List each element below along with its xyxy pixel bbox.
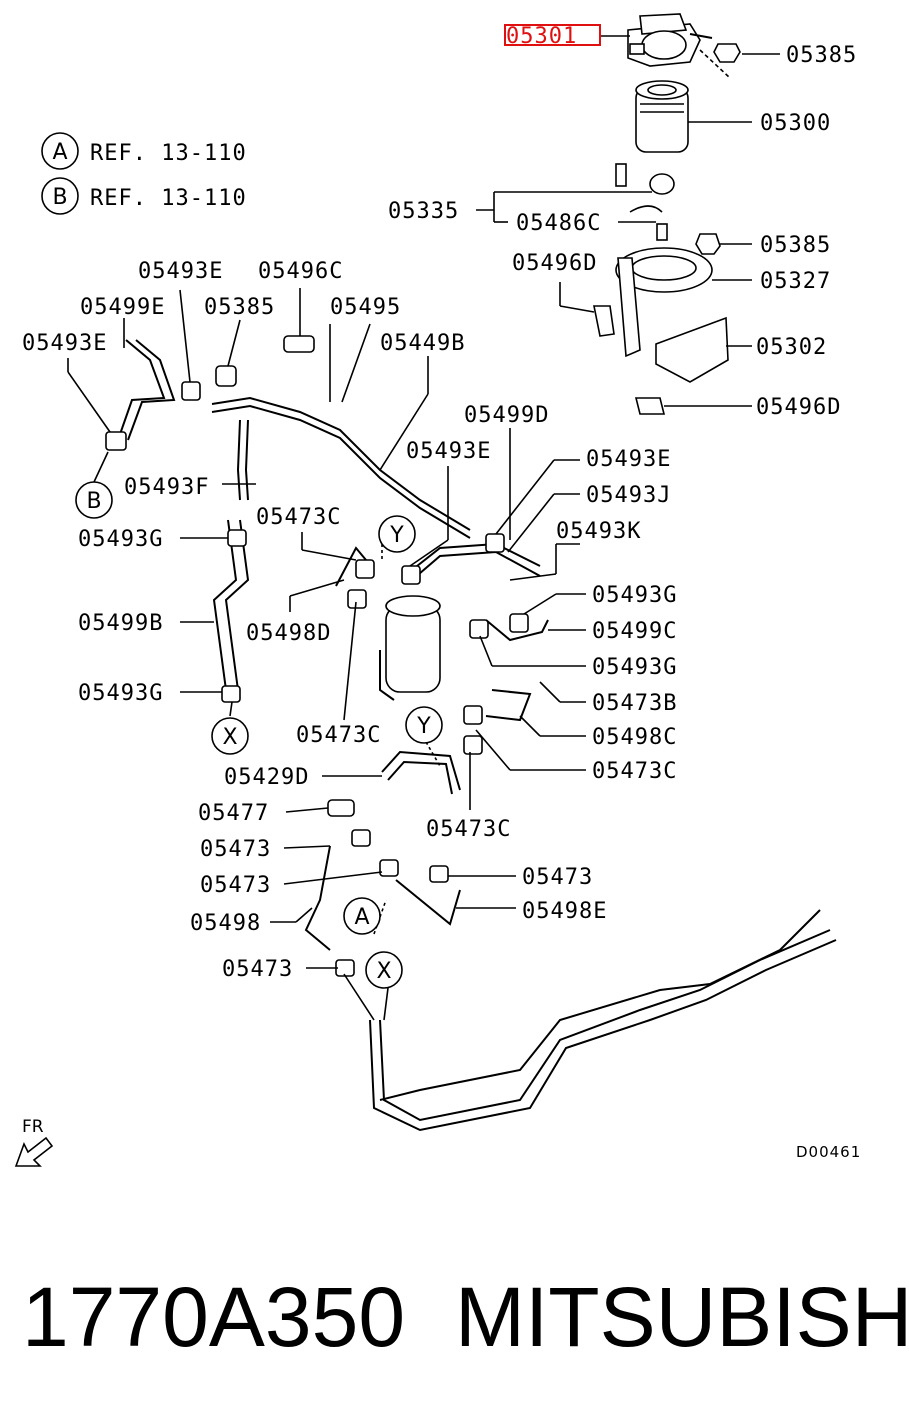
label-05473c-bottom[interactable]: 05473C <box>426 817 511 842</box>
label-05498[interactable]: 05498 <box>190 911 261 936</box>
label-05473-b[interactable]: 05473 <box>522 865 593 890</box>
part-number: 1770A350 <box>22 1270 406 1364</box>
marker-x-left: X <box>222 725 237 750</box>
label-05496c[interactable]: 05496C <box>258 259 343 284</box>
label-05473-d[interactable]: 05473 <box>222 957 293 982</box>
fuel-filter-cartridge-part <box>635 80 689 153</box>
label-05473-a[interactable]: 05473 <box>200 837 271 862</box>
ref-text-a: REF. 13-110 <box>90 141 247 166</box>
label-05493e-right[interactable]: 05493E <box>586 447 671 472</box>
ref-text-b: REF. 13-110 <box>90 186 247 211</box>
label-05499d[interactable]: 05499D <box>464 403 549 428</box>
label-05493e-left[interactable]: 05493E <box>22 331 107 356</box>
label-05477[interactable]: 05477 <box>198 801 269 826</box>
reference-legend: A REF. 13-110 B REF. 13-110 <box>41 132 247 215</box>
marker-y-mid: Y <box>416 714 431 739</box>
label-05473c-mid-left[interactable]: 05473C <box>296 723 381 748</box>
label-05499e[interactable]: 05499E <box>80 295 165 320</box>
diagram-code: D00461 <box>796 1143 861 1161</box>
label-05499b[interactable]: 05499B <box>78 611 163 636</box>
label-05486c[interactable]: 05486C <box>516 211 601 236</box>
label-05493g-left-top[interactable]: 05493G <box>78 527 163 552</box>
fr-label: FR <box>22 1117 44 1137</box>
ref-letter-b: B <box>52 185 67 210</box>
fuel-filter-head-part <box>627 13 731 79</box>
diagram-canvas: 05301 05385 05300 05335 05486C 05385 054… <box>14 13 861 1167</box>
marker-y-top: Y <box>389 523 404 548</box>
filter-bracket-part <box>593 233 729 415</box>
part-caption: 1770A350 MITSUBISHI <box>0 1262 909 1372</box>
label-05449b[interactable]: 05449B <box>380 331 465 356</box>
marker-b: B <box>86 489 101 514</box>
label-05385-top[interactable]: 05385 <box>786 43 857 68</box>
marker-a: A <box>354 905 369 930</box>
label-05493j[interactable]: 05493J <box>586 483 671 508</box>
water-sensor-part <box>615 163 675 241</box>
ref-letter-a: A <box>52 140 67 165</box>
highlight-box <box>504 24 601 46</box>
label-05498e[interactable]: 05498E <box>522 899 607 924</box>
front-arrow-icon <box>14 1136 54 1167</box>
label-05301[interactable]: 05301 <box>506 24 577 49</box>
label-05429d[interactable]: 05429D <box>224 765 309 790</box>
label-05473-c[interactable]: 05473 <box>200 873 271 898</box>
label-05498c[interactable]: 05498C <box>592 725 677 750</box>
marker-x-bottom: X <box>376 959 391 984</box>
label-05493k[interactable]: 05493K <box>556 519 641 544</box>
label-05493g-right-bottom[interactable]: 05493G <box>592 655 677 680</box>
label-05493g-left-bottom[interactable]: 05493G <box>78 681 163 706</box>
label-05498d[interactable]: 05498D <box>246 621 331 646</box>
fuel-tubes <box>117 339 837 1132</box>
label-05385-mid[interactable]: 05385 <box>760 233 831 258</box>
label-05493e-top[interactable]: 05493E <box>138 259 223 284</box>
label-05493f[interactable]: 05493F <box>124 475 209 500</box>
label-05473c-right[interactable]: 05473C <box>592 759 677 784</box>
label-05495[interactable]: 05495 <box>330 295 401 320</box>
part-labels: 05301 05385 05300 05335 05486C 05385 054… <box>22 24 857 982</box>
label-05302[interactable]: 05302 <box>756 335 827 360</box>
main-fuel-filter-part <box>379 595 441 701</box>
leader-lines <box>67 35 780 1021</box>
hose-clamps <box>105 335 529 977</box>
label-05499c[interactable]: 05499C <box>592 619 677 644</box>
label-05300[interactable]: 05300 <box>760 111 831 136</box>
label-05493e-mid[interactable]: 05493E <box>406 439 491 464</box>
label-05473b[interactable]: 05473B <box>592 691 677 716</box>
front-direction-indicator: FR <box>14 1117 54 1167</box>
nut-05385-top <box>713 43 741 63</box>
brand-name: MITSUBISHI <box>455 1270 909 1364</box>
circle-markers: B X Y Y A X <box>75 481 443 989</box>
label-05496d-lower[interactable]: 05496D <box>756 395 841 420</box>
label-05473c-top[interactable]: 05473C <box>256 505 341 530</box>
label-05493g-right-top[interactable]: 05493G <box>592 583 677 608</box>
label-05335[interactable]: 05335 <box>388 199 459 224</box>
label-05496d-upper[interactable]: 05496D <box>512 251 597 276</box>
label-05385-left[interactable]: 05385 <box>204 295 275 320</box>
label-05327[interactable]: 05327 <box>760 269 831 294</box>
